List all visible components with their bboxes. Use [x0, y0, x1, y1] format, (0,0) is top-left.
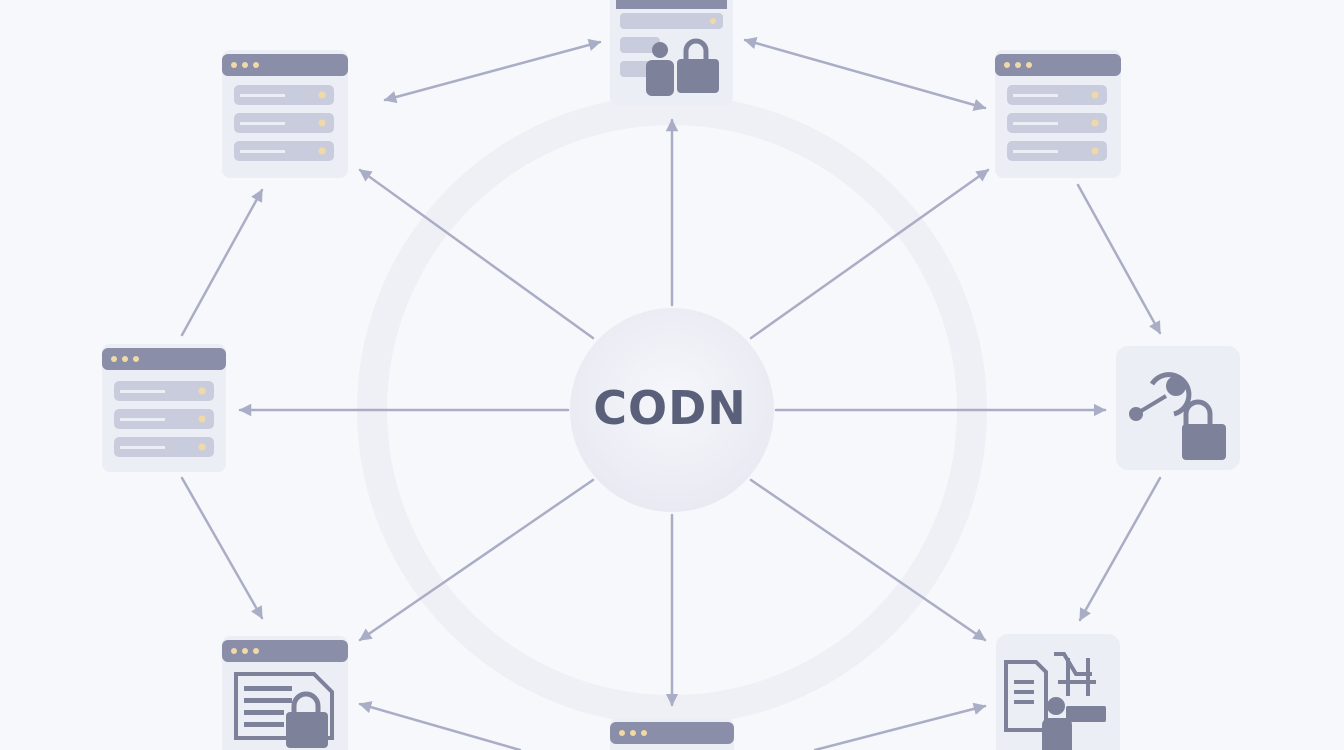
- arrow-mid-right-bottom-right: [1078, 476, 1162, 622]
- arrow-top-right-mid-right: [1076, 183, 1162, 335]
- document-user-icon: [1004, 652, 1106, 750]
- node-bottom-center: [610, 718, 734, 750]
- arrow-top-center-top-right: [743, 37, 987, 111]
- hub-circle: [570, 308, 774, 512]
- node-mid-right: [1116, 346, 1240, 470]
- document-lock-icon: [234, 672, 334, 748]
- arrow-hub-to-top-left: [358, 168, 595, 340]
- arrow-mid-left-top-left: [180, 188, 264, 337]
- node-mid-left: [102, 344, 226, 472]
- arrow-top-center-top-left: [383, 38, 602, 104]
- node-top-right: [995, 50, 1121, 178]
- hub-label: CODN: [593, 381, 747, 435]
- arrow-bottom-center-bottom-left: [358, 701, 522, 750]
- arrow-mid-left-bottom-left: [180, 476, 264, 620]
- arrow-bottom-center-bottom-right: [813, 702, 987, 750]
- node-top-left: [222, 50, 348, 178]
- arrow-hub-to-bottom-right: [749, 478, 987, 642]
- arrow-hub-to-top-right: [749, 168, 990, 340]
- key-lock-icon: [1129, 372, 1226, 460]
- user-lock-icon: [646, 38, 719, 96]
- arrow-hub-to-bottom-left: [358, 478, 595, 642]
- arrows: [180, 37, 1162, 750]
- node-top-center: [610, 0, 733, 105]
- node-bottom-left: [222, 636, 348, 750]
- node-bottom-right: [996, 634, 1120, 750]
